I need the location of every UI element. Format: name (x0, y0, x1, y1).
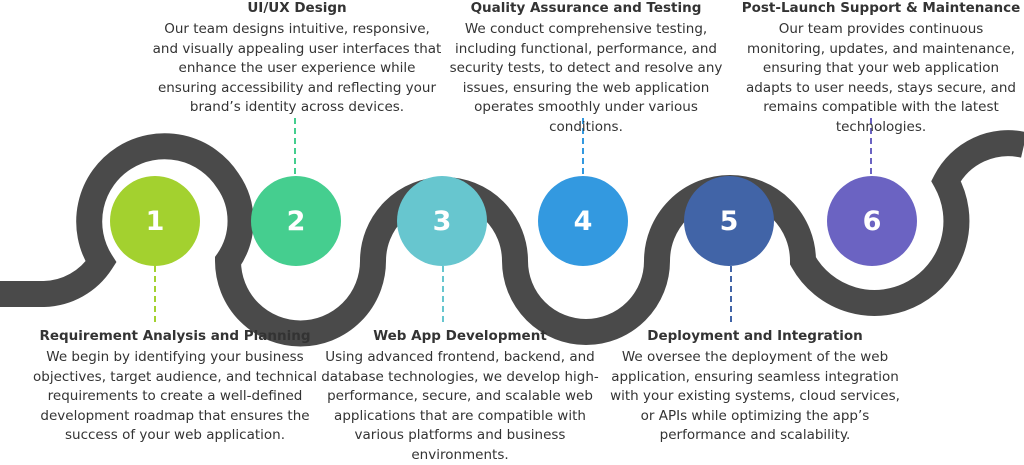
step-5-description: We oversee the deployment of the web app… (610, 349, 900, 443)
step-5-circle: 5 (684, 176, 774, 266)
connector-6 (870, 118, 872, 174)
step-1-circle: 1 (110, 176, 200, 266)
step-2-number: 2 (286, 205, 306, 237)
wave-line (0, 130, 1024, 347)
step-6-block: Post-Launch Support & Maintenance Our te… (738, 0, 1024, 137)
wave-path (0, 130, 1024, 347)
step-4-circle: 4 (538, 176, 628, 266)
step-4-description: We conduct comprehensive testing, includ… (449, 21, 723, 135)
step-5-title: Deployment and Integration (647, 328, 863, 344)
step-4-title: Quality Assurance and Testing (470, 0, 702, 16)
step-6-circle: 6 (827, 176, 917, 266)
connector-4 (582, 118, 584, 174)
step-1-block: Requirement Analysis and Planning We beg… (30, 328, 320, 446)
step-1-description: We begin by identifying your business ob… (33, 349, 317, 443)
step-2-block: UI/UX Design Our team designs intuitive,… (152, 0, 442, 118)
step-4-number: 4 (573, 205, 593, 237)
step-6-number: 6 (862, 205, 882, 237)
step-3-title: Web App Development (373, 328, 547, 344)
step-3-circle: 3 (397, 176, 487, 266)
step-3-description: Using advanced frontend, backend, and da… (321, 349, 599, 463)
step-6-title: Post-Launch Support & Maintenance (741, 0, 1021, 16)
step-3-number: 3 (432, 205, 452, 237)
step-2-description: Our team designs intuitive, responsive, … (152, 21, 442, 115)
step-2-title: UI/UX Design (247, 0, 347, 16)
connector-2 (294, 118, 296, 174)
step-1-title: Requirement Analysis and Planning (39, 328, 311, 344)
step-5-number: 5 (719, 205, 739, 237)
connector-5 (730, 266, 732, 322)
step-1-number: 1 (145, 205, 165, 237)
connector-3 (442, 266, 444, 322)
step-4-block: Quality Assurance and Testing We conduct… (442, 0, 730, 137)
step-2-circle: 2 (251, 176, 341, 266)
step-6-description: Our team provides continuous monitoring,… (745, 21, 1016, 135)
connector-1 (154, 266, 156, 322)
step-3-block: Web App Development Using advanced front… (314, 328, 606, 465)
step-5-block: Deployment and Integration We oversee th… (602, 328, 908, 446)
